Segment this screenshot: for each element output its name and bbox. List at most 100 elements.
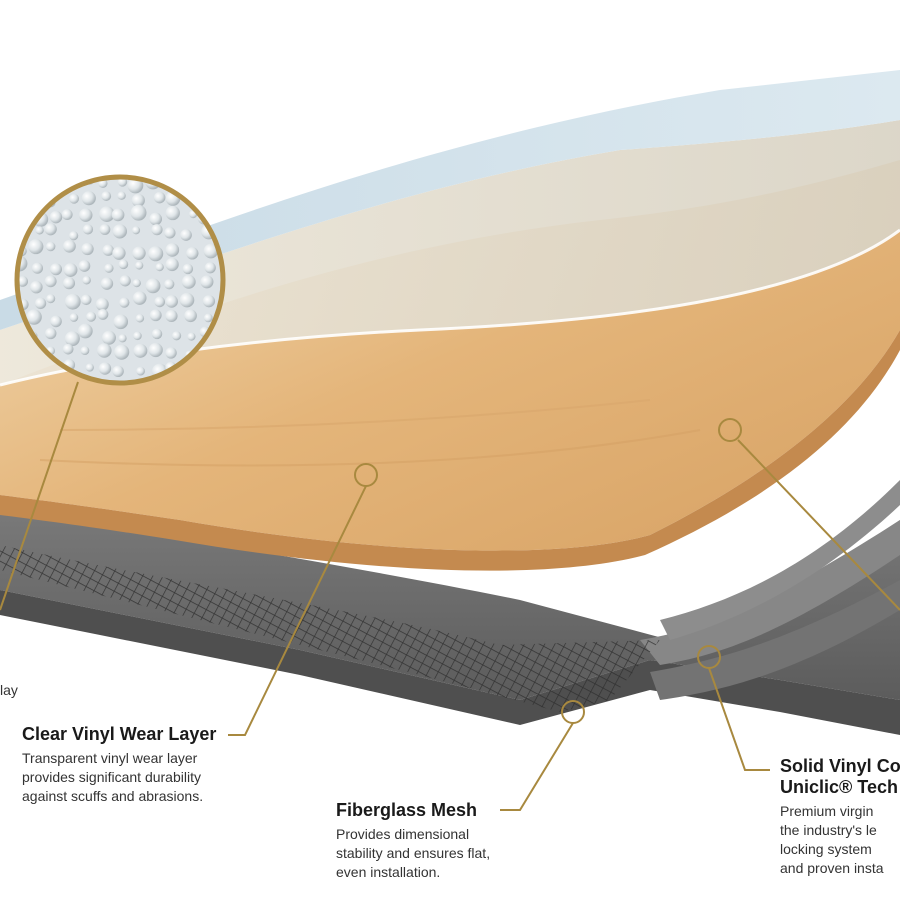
core-description: Premium virgin the industry's le locking… (780, 803, 884, 876)
bubble (202, 295, 216, 308)
fiberglass-description: Provides dimensional stability and ensur… (336, 826, 491, 880)
bubble (119, 297, 130, 308)
wear-layer-description: Transparent vinyl wear layer provides si… (22, 750, 204, 804)
bubble (180, 229, 192, 241)
bubble (80, 346, 90, 356)
bubble (165, 205, 180, 221)
bubble (165, 295, 178, 308)
bubble (99, 224, 111, 235)
bubble (204, 262, 216, 274)
bubble (151, 224, 163, 236)
bubble (86, 311, 97, 322)
bubble (200, 196, 210, 206)
bubble (78, 208, 93, 222)
bubble (182, 263, 194, 275)
bubble (118, 334, 127, 343)
bubble (46, 294, 56, 304)
bubble (64, 331, 80, 347)
bubble (82, 275, 91, 285)
bubble (69, 313, 79, 322)
core-title: Solid Vinyl Co Uniclic® Tech (780, 756, 900, 797)
bubble (117, 191, 126, 200)
bubble (28, 239, 44, 255)
bubble (44, 275, 57, 288)
bubble (101, 330, 116, 345)
bubble (172, 331, 182, 341)
bubble (45, 241, 56, 252)
bubble (97, 309, 109, 320)
bubble (148, 246, 164, 262)
bubble (112, 246, 126, 260)
bubble (69, 231, 79, 241)
overlay-label-fragment: lay (0, 682, 18, 698)
bubble (155, 262, 164, 272)
bubble (81, 242, 94, 256)
bubble (97, 343, 112, 358)
bubble (132, 278, 141, 288)
bubble (112, 365, 124, 378)
bubble (133, 331, 142, 341)
bubble (85, 363, 94, 372)
bubble (28, 177, 41, 188)
bubble (62, 277, 76, 290)
bubble (154, 296, 166, 308)
bubble (187, 332, 196, 341)
bubble (77, 323, 93, 339)
bubble (78, 260, 91, 272)
bubble (145, 278, 161, 294)
bubble (135, 261, 144, 270)
bubble (127, 177, 144, 194)
bubble (98, 362, 112, 375)
bubble (203, 313, 213, 323)
bubble (69, 193, 80, 204)
bubble (149, 212, 163, 226)
fiberglass-callout: Fiberglass Mesh Provides dimensional sta… (336, 800, 490, 882)
fiberglass-title: Fiberglass Mesh (336, 800, 478, 820)
magnified-bubble-detail (14, 174, 226, 386)
bubble (119, 275, 131, 287)
bubble (35, 226, 44, 235)
callout-leaders (0, 381, 900, 811)
bubble (164, 227, 176, 239)
bubble (26, 309, 42, 325)
bubble (165, 347, 177, 359)
bubble (112, 224, 128, 239)
bubble (63, 263, 78, 277)
bubble (148, 342, 163, 358)
bubble (203, 243, 219, 259)
bubble (62, 343, 74, 355)
bubble (63, 239, 76, 253)
bubble (131, 193, 145, 208)
bubble (31, 262, 44, 274)
core-callout: Solid Vinyl Co Uniclic® Tech Premium vir… (780, 756, 900, 878)
bubble (44, 178, 57, 192)
bubble (165, 257, 179, 272)
bubble (17, 276, 29, 287)
bubble (34, 297, 47, 310)
bubble (164, 279, 175, 290)
bubble (33, 192, 45, 204)
bubble (17, 210, 26, 226)
bubble (132, 246, 146, 260)
wood-layer-marker (718, 418, 742, 442)
bubble (49, 263, 63, 276)
bubble (165, 243, 180, 257)
bubble (61, 209, 73, 221)
bubble (205, 177, 216, 187)
bubble (44, 327, 57, 340)
bubble (130, 204, 147, 221)
bubble (82, 224, 94, 235)
bubble (132, 291, 147, 305)
top-overlay-film (0, 70, 900, 330)
bubble (95, 297, 109, 311)
bubble (135, 314, 145, 323)
bubble (179, 292, 195, 308)
bubble (200, 275, 214, 289)
solid-vinyl-core (0, 480, 900, 735)
bubble (184, 309, 197, 323)
wear-layer-callout: Clear Vinyl Wear Layer Transparent vinyl… (22, 724, 216, 806)
bubble (101, 191, 112, 201)
bubble (49, 210, 63, 224)
fiberglass-mesh (0, 545, 660, 712)
